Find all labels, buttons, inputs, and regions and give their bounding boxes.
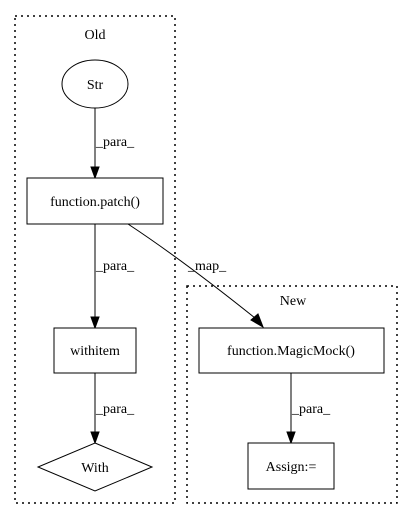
edge-label: _para_ [95, 259, 135, 274]
node-patch-shape [26, 177, 164, 225]
edge-magicmock-assign: _para_ [286, 373, 331, 445]
cluster-new-title: New [280, 294, 307, 309]
edge-patch-magicmock: _map_ [127, 223, 264, 329]
arrowhead [90, 316, 100, 330]
node-withitem-label: withitem [70, 344, 120, 359]
edge-patch-withitem: _para_ [90, 224, 135, 330]
edge-withitem-with: _para_ [90, 373, 135, 445]
node-patch-label: function.patch() [50, 195, 140, 210]
edge-label: _map_ [187, 259, 227, 274]
arrowhead [286, 431, 296, 445]
node-str-label: Str [87, 78, 104, 93]
node-magicmock-label: function.MagicMock() [227, 344, 355, 359]
cluster-old: Old [14, 15, 176, 504]
arrowhead [250, 313, 264, 329]
cluster-old-title: Old [85, 28, 106, 43]
node-with-shape [36, 442, 154, 492]
node-magicmock-shape [198, 327, 385, 374]
node-patch[interactable]: function.patch() [26, 177, 164, 225]
edge-str-patch: _para_ [90, 108, 135, 180]
edge-label: _para_ [291, 402, 331, 417]
node-assign-label: Assign:= [266, 460, 317, 475]
cluster-new: New [186, 285, 398, 504]
node-with[interactable]: With [36, 442, 154, 492]
node-withitem-shape [53, 327, 137, 374]
arrowhead [90, 431, 100, 445]
edge-line [127, 223, 256, 319]
cluster-new-border [186, 285, 398, 504]
cluster-old-border [14, 15, 176, 504]
node-str-shape [61, 59, 129, 109]
edge-label: _para_ [95, 135, 135, 150]
node-withitem[interactable]: withitem [53, 327, 137, 374]
node-str[interactable]: Str [61, 59, 129, 109]
arrowhead [90, 166, 100, 180]
node-magicmock[interactable]: function.MagicMock() [198, 327, 385, 374]
node-with-label: With [81, 461, 108, 476]
node-assign[interactable]: Assign:= [247, 442, 335, 490]
node-assign-shape [247, 442, 335, 490]
edge-label: _para_ [95, 402, 135, 417]
